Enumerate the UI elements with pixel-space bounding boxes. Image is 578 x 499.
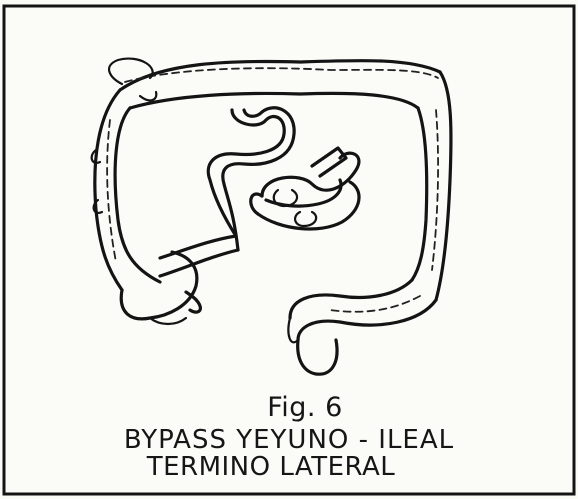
small-intestine-loops xyxy=(208,108,359,250)
terminal-ileum xyxy=(160,236,238,276)
ascending-colon xyxy=(92,90,160,290)
figure-number: Fig. 6 xyxy=(0,392,578,423)
figure-title-line2: TERMINO LATERAL xyxy=(0,452,578,482)
jejunum-cut-end xyxy=(312,148,346,176)
rectum xyxy=(298,340,337,374)
transverse-colon xyxy=(109,59,440,108)
sigmoid-colon xyxy=(288,280,436,374)
figure-title-line1: BYPASS YEYUNO - ILEAL xyxy=(0,425,578,455)
